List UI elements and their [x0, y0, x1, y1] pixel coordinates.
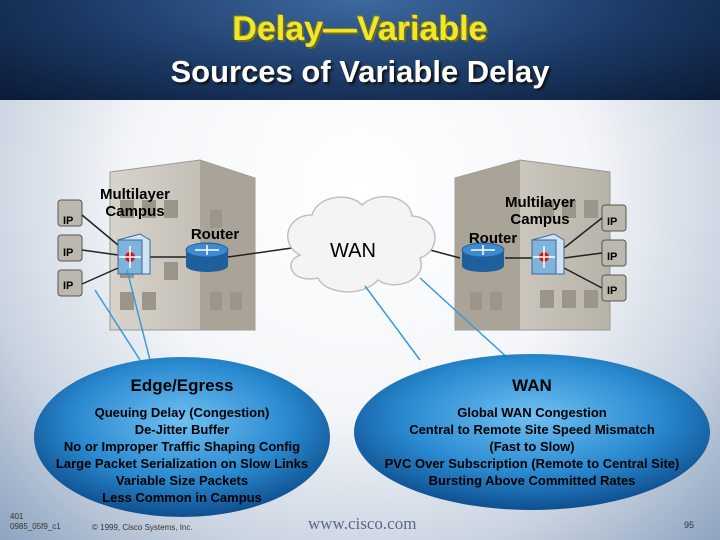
right-phone-1-label: IP [607, 216, 618, 228]
wan-cloud-label: WAN [330, 240, 376, 262]
right-switch-label-line1: Multilayer [504, 194, 576, 211]
edge-egress-line: Large Packet Serialization on Slow Links [55, 456, 309, 471]
wan-bubble-line: Central to Remote Site Speed Mismatch [409, 422, 655, 437]
edge-egress-line: Less Common in Campus [102, 490, 262, 505]
wan-bubble-line: Bursting Above Committed Rates [428, 473, 636, 488]
left-phone-3-label: IP [63, 280, 74, 292]
edge-egress-line: De-Jitter Buffer [134, 422, 230, 437]
left-switch-label: Multilayer Campus [90, 186, 180, 220]
edge-egress-line: Queuing Delay (Congestion) [94, 405, 270, 420]
left-phone-1-label: IP [63, 215, 74, 227]
slide-subtitle: Sources of Variable Delay [170, 54, 550, 89]
right-phone-3-label: IP [607, 285, 618, 297]
edge-egress-line: No or Improper Traffic Shaping Config [63, 439, 301, 454]
right-phones [601, 204, 627, 302]
left-phones [57, 199, 83, 297]
edge-egress-line: Variable Size Packets [115, 473, 249, 488]
wan-bubble-text: WAN Global WAN Congestion Central to Rem… [360, 376, 704, 489]
slide-title: Delay—Variable [232, 10, 488, 48]
left-router-icon [185, 242, 229, 272]
footer-code-line2: 0985_05f9_c1 [10, 522, 61, 531]
left-phone-2-label: IP [63, 247, 74, 259]
links [81, 214, 603, 289]
footer-website: www.cisco.com [308, 514, 417, 533]
wan-bubble-line: Global WAN Congestion [457, 405, 607, 420]
right-router-label: Router [468, 230, 518, 247]
right-switch-label: Multilayer Campus [490, 194, 590, 228]
right-multilayer-switch-icon [531, 233, 565, 275]
footer-code-line1: 401 [10, 512, 24, 521]
page-number: 95 [684, 520, 695, 530]
right-phone-2-label: IP [607, 251, 618, 263]
footer-code: 401 0985_05f9_c1 [10, 512, 61, 532]
left-multilayer-switch-icon [117, 233, 151, 275]
title-banner [0, 0, 720, 100]
wan-bubble-heading: WAN [512, 376, 552, 395]
left-router-label: Router [190, 226, 240, 243]
left-switch-label-line2: Campus [105, 203, 165, 220]
edge-egress-heading: Edge/Egress [130, 376, 234, 395]
wan-bubble-line: (Fast to Slow) [489, 439, 575, 454]
wan-cloud-icon [287, 195, 436, 293]
wan-bubble-line: PVC Over Subscription (Remote to Central… [384, 456, 680, 471]
edge-egress-text: Edge/Egress Queuing Delay (Congestion) D… [40, 376, 324, 506]
footer-copyright: © 1999, Cisco Systems, Inc. [92, 523, 193, 532]
pointer-lines [94, 269, 511, 361]
wan-bubble [354, 354, 710, 510]
edge-egress-bubble [34, 357, 330, 517]
right-switch-label-line2: Campus [510, 211, 570, 228]
right-router-icon [461, 242, 505, 272]
left-switch-label-line1: Multilayer [99, 186, 171, 203]
